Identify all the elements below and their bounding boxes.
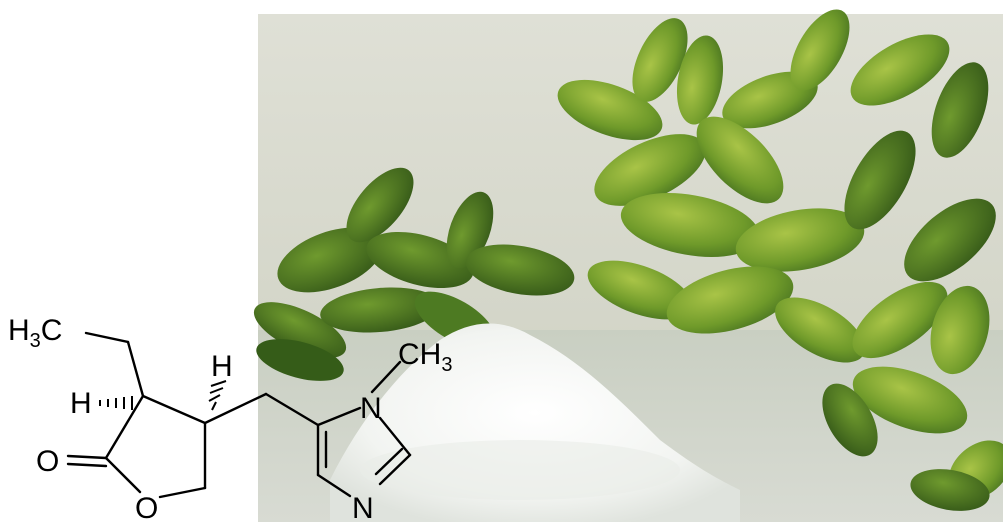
chemical-structure (66, 331, 412, 499)
label-h3c: H3C (8, 314, 62, 352)
label-n-bottom: N (352, 492, 374, 522)
photo (253, 9, 1003, 522)
label-ch3: CH3 (398, 338, 452, 376)
stereo-wedges (99, 380, 227, 411)
label-carbonyl-o: O (36, 445, 59, 478)
label-n-top: N (360, 392, 382, 425)
white-powder (330, 323, 740, 522)
label-h-top: H (211, 350, 233, 383)
label-h-left: H (70, 387, 92, 420)
plant-right (557, 9, 1003, 511)
plant-left (253, 167, 575, 381)
atom-labels: H3C H H O O CH3 N N (8, 314, 452, 522)
label-ring-o: O (135, 492, 158, 522)
